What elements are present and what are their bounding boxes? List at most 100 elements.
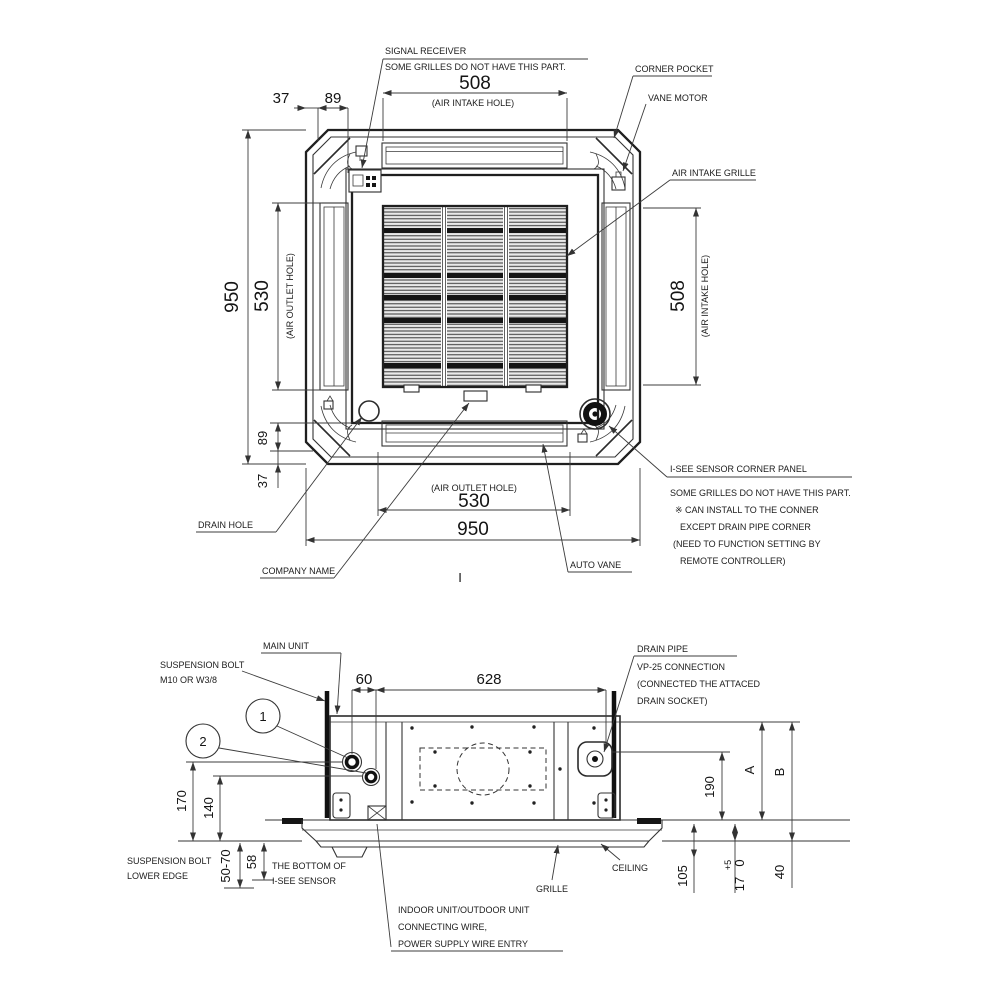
corner-pocket-label: CORNER POCKET [635, 64, 714, 74]
dim-17: 17 [732, 877, 747, 891]
bottom-isee-label-1: THE BOTTOM OF [272, 861, 346, 871]
ceiling-label: CEILING [612, 863, 648, 873]
signal-receiver-label: SIGNAL RECEIVER [385, 46, 467, 56]
dim-B: B [772, 768, 787, 777]
dim-530-bottom: 530 [458, 491, 490, 512]
dim-37-89-top: 37 89 [273, 90, 349, 173]
i-see-sensor-icon [579, 398, 611, 430]
dim-530-left: 530 [252, 280, 273, 312]
air-outlet-slot-top [381, 142, 568, 169]
wire-entry-label-3: POWER SUPPLY WIRE ENTRY [398, 939, 528, 949]
dim-950-left: 950 [222, 129, 306, 465]
air-outlet-slot-left [319, 202, 349, 391]
dim-530-bottom-label: (AIR OUTLET HOLE) [431, 483, 517, 493]
dim-17-tol-zero: 0 [732, 859, 747, 866]
air-outlet-slot-right [601, 202, 631, 391]
grille-dividers [384, 228, 566, 368]
section-view: 60 628 170 140 50-70 58 190 A [127, 641, 850, 952]
main-unit-label: MAIN UNIT [263, 641, 310, 651]
dim-508-top: 508 [459, 73, 491, 94]
callout-1-number: 1 [259, 709, 266, 724]
dim-89-top: 89 [325, 90, 342, 107]
dim-140: 140 [201, 797, 216, 819]
air-outlet-slot-bottom [381, 420, 568, 447]
dim-190: 190 [702, 776, 717, 798]
auto-vane-label: AUTO VANE [570, 560, 621, 570]
dim-40: 40 [772, 865, 787, 879]
susp-lower-label-1: SUSPENSION BOLT [127, 856, 212, 866]
suspension-bolt-label-1: SUSPENSION BOLT [160, 660, 245, 670]
air-intake-grille-label: AIR INTAKE GRILLE [672, 168, 756, 178]
signal-receiver-icon [348, 169, 382, 193]
drain-pipe-label-4: DRAIN SOCKET) [637, 696, 708, 706]
grille-label: GRILLE [536, 884, 568, 894]
drain-socket [577, 741, 613, 777]
wire-entry-label-1: INDOOR UNIT/OUTDOOR UNIT [398, 905, 530, 915]
wire-entry-label-2: CONNECTING WIRE, [398, 922, 487, 932]
corner-pocket-edge-br [595, 419, 633, 457]
knockout-rect [419, 747, 547, 791]
i-see-sensor-bump [331, 846, 368, 858]
dim-170: 170 [174, 790, 189, 812]
corner-pocket-detail-tr [589, 151, 626, 190]
bolt-bracket-left [332, 792, 351, 819]
callout-circle-1: 1 [245, 698, 349, 759]
drain-mark-icon [323, 395, 334, 410]
dim-530-left: 530 (AIR OUTLET HOLE) [252, 202, 322, 391]
grille-tab-right [525, 384, 542, 393]
drain-hole-label: DRAIN HOLE [198, 520, 253, 530]
dim-508-right-label: (AIR INTAKE HOLE) [700, 255, 710, 337]
dim-105: 105 [675, 865, 690, 887]
corner-pocket-edge-bl [313, 419, 351, 457]
dim-508-right: 508 (AIR INTAKE HOLE) [643, 207, 710, 386]
plan-callouts: SIGNAL RECEIVER SOME GRILLES DO NOT HAVE… [196, 46, 852, 585]
dim-508-top-label: (AIR INTAKE HOLE) [432, 98, 514, 108]
panel-clip-icon [355, 145, 368, 161]
panel-inner-line [312, 136, 634, 458]
isee-panel-note-2: ※ CAN INSTALL TO THE CONNER [675, 505, 819, 515]
isee-panel-note-3: EXCEPT DRAIN PIPE CORNER [680, 522, 811, 532]
dim-17-tol-plus: +5 [723, 860, 733, 870]
grille-tab-left [403, 384, 420, 393]
corner-mark-icon [577, 428, 588, 443]
vane-motor-icon [611, 171, 626, 191]
unit-outer-line [345, 168, 605, 430]
corner-pocket-detail-bl [320, 404, 357, 443]
pipe-fitting-2 [361, 767, 381, 787]
company-name-plate [463, 390, 488, 402]
dim-628: 628 [476, 671, 501, 688]
callout-circle-2: 2 [185, 723, 367, 774]
drain-pipe-label-1: DRAIN PIPE [637, 644, 688, 654]
dim-60-628: 60 628 [351, 671, 607, 769]
unit-body-outline [350, 173, 600, 425]
susp-lower-label-2: LOWER EDGE [127, 871, 188, 881]
drain-hole-icon [358, 400, 380, 422]
dim-950-bottom: 950 [305, 468, 641, 546]
air-intake-grille [381, 204, 569, 393]
signal-receiver-note: SOME GRILLES DO NOT HAVE THIS PART. [385, 62, 566, 72]
dim-89-37-left: 89 37 [255, 422, 352, 488]
dim-530-bottom: (AIR OUTLET HOLE) 530 [377, 452, 571, 516]
section-callouts: MAIN UNIT SUSPENSION BOLT M10 OR W3/8 1 … [127, 641, 761, 952]
dim-950-bottom: 950 [457, 519, 489, 540]
dim-89-left: 89 [255, 431, 270, 445]
isee-panel-note-4: (NEED TO FUNCTION SETTING BY [673, 539, 821, 549]
dim-60: 60 [356, 671, 373, 688]
knockout-circle [456, 742, 510, 796]
dim-37-top: 37 [273, 90, 290, 107]
dim-950-left: 950 [222, 281, 243, 313]
corner-pocket-edge-tl [313, 137, 351, 175]
bottom-isee-label-2: I-SEE SENSOR [272, 876, 337, 886]
callout-2-number: 2 [199, 734, 206, 749]
dim-50-70: 50-70 [218, 849, 233, 882]
dim-left-stack: 170 140 50-70 58 [174, 761, 363, 889]
dim-508-right: 508 [668, 280, 689, 312]
drain-pipe-label-3: (CONNECTED THE ATTACED [637, 679, 761, 689]
isee-panel-label: I-SEE SENSOR CORNER PANEL [670, 464, 807, 474]
dim-58: 58 [244, 855, 259, 869]
vane-motor-label: VANE MOTOR [648, 93, 708, 103]
panel-outline [304, 128, 642, 466]
dim-A: A [742, 765, 757, 774]
